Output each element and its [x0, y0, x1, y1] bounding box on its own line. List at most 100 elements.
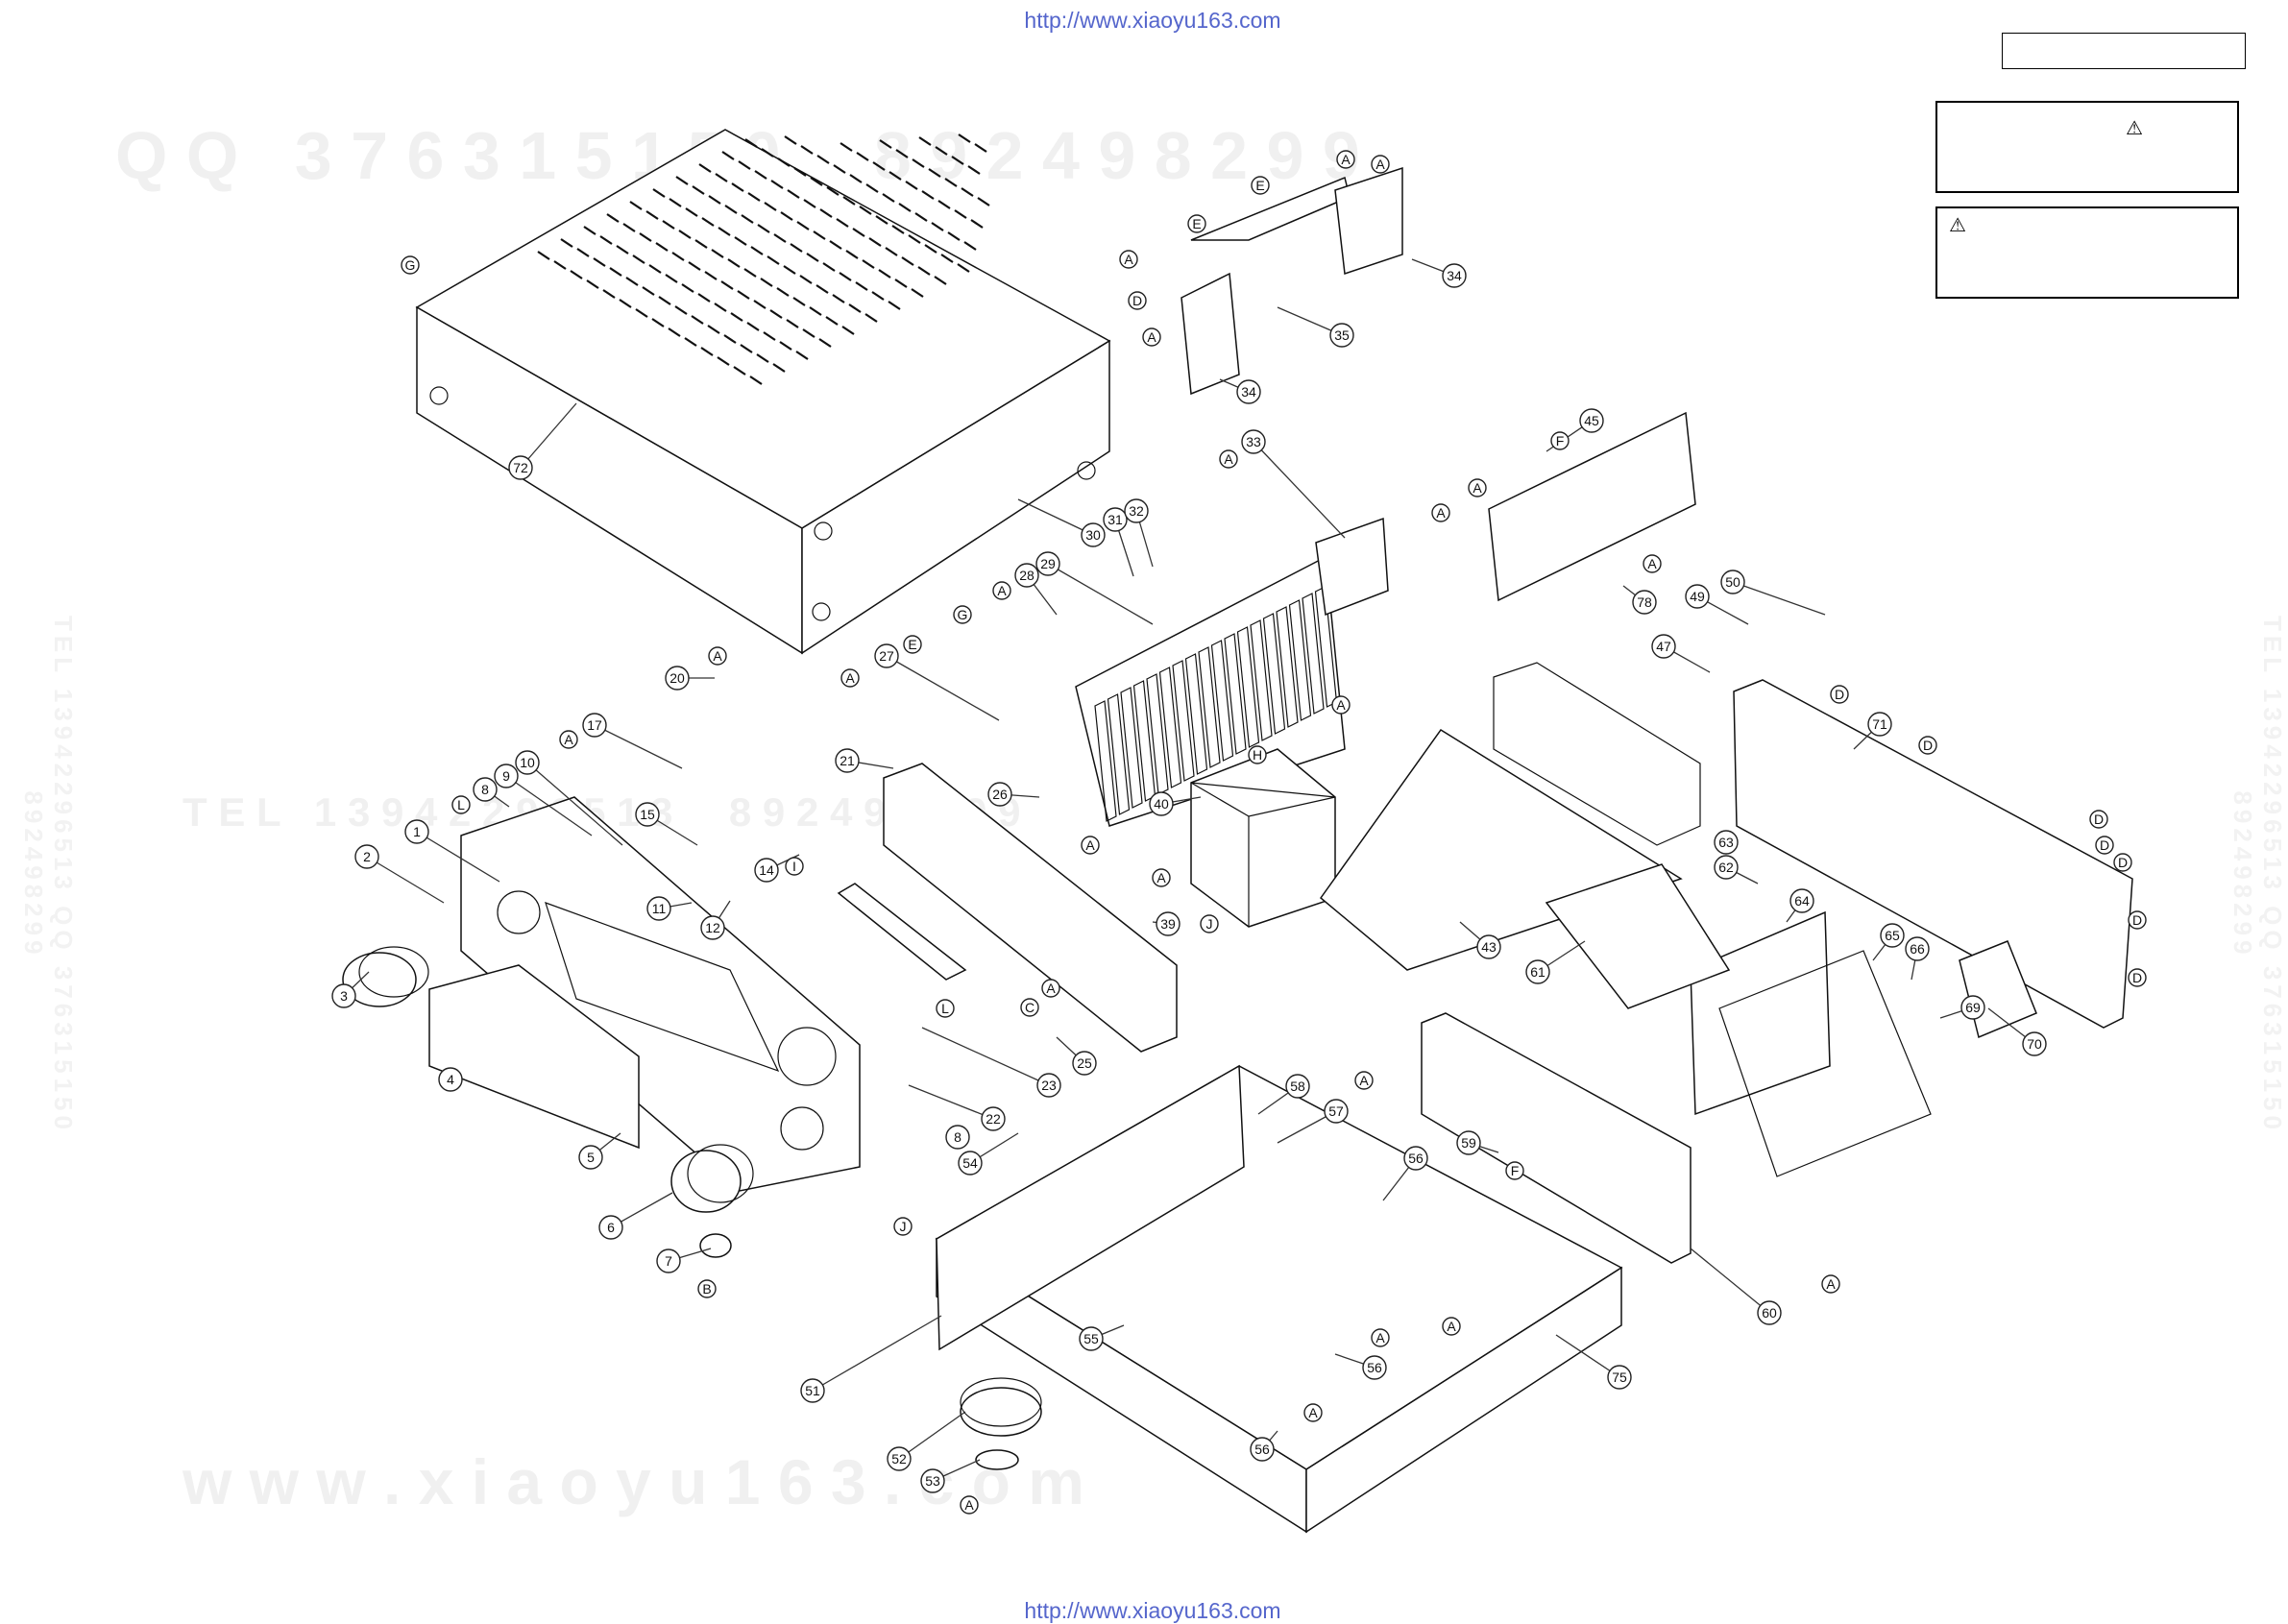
part-callout-57: 57 [1324, 1099, 1349, 1124]
volume-knob [342, 952, 417, 1007]
callout-label: 31 [1107, 512, 1123, 527]
rear-panel [1733, 679, 2133, 1029]
part-callout-30: 30 [1081, 522, 1106, 547]
sub-panel [428, 964, 640, 1150]
part-callout-3: 3 [331, 983, 356, 1008]
input-knob [670, 1150, 742, 1213]
part-callout-56: 56 [1362, 1355, 1387, 1380]
front-panel [460, 796, 861, 1192]
callout-label: 9 [502, 768, 510, 784]
callout-label: 15 [640, 807, 655, 822]
heat-sink-fins [1094, 586, 1338, 822]
leader-line [1047, 563, 1154, 625]
callout-label: A [1224, 451, 1233, 467]
callout-label: A [1359, 1073, 1369, 1088]
callout-label: 4 [447, 1072, 454, 1087]
part-callout-49: 49 [1685, 584, 1710, 609]
screw-ref-a: A [1331, 695, 1351, 715]
chassis-rear-wall [936, 1064, 1245, 1351]
part-callout-2: 2 [354, 844, 379, 869]
speaker-terminal-block [1493, 662, 1701, 846]
board-66 [1718, 950, 1932, 1177]
part-callout-17: 17 [582, 713, 607, 738]
board-64 [1690, 910, 1831, 1116]
callout-label: 12 [705, 920, 720, 935]
screw-ref-d: D [1918, 736, 1937, 755]
sub-board-45 [1488, 411, 1696, 602]
callout-label: 54 [962, 1155, 978, 1171]
callout-label: A [713, 648, 722, 664]
callout-label: B [702, 1281, 711, 1297]
chassis-side-wall [1305, 1266, 1622, 1534]
screw-ref-d: D [1830, 685, 1849, 704]
top-cover-front [801, 339, 1110, 655]
callout-label: A [1336, 697, 1346, 713]
screw-ref-a: A [1442, 1317, 1461, 1336]
screw-ref-a: A [1119, 250, 1138, 269]
callout-label: 51 [805, 1383, 820, 1398]
callout-label: 27 [879, 648, 894, 664]
board-61 [1545, 863, 1731, 1009]
part-callout-59: 59 [1456, 1130, 1481, 1155]
foot [960, 1387, 1042, 1437]
callout-label: 2 [363, 849, 371, 864]
callout-label: 35 [1334, 327, 1350, 343]
part-callout-14: 14 [754, 858, 779, 883]
knob-7 [699, 1233, 732, 1258]
screw-ref-a: A [1643, 554, 1662, 573]
callout-label: 39 [1160, 916, 1176, 932]
part-callout-27: 27 [874, 643, 899, 668]
source-url-top[interactable]: http://www.xiaoyu163.com [1024, 8, 1281, 33]
callout-label: D [1132, 293, 1142, 308]
part-callout-55: 55 [1079, 1326, 1104, 1351]
callout-label: 3 [340, 988, 348, 1004]
leader-line [921, 1027, 1050, 1086]
part-callout-65: 65 [1880, 923, 1905, 948]
screw-ref-e: E [903, 635, 922, 654]
callout-label: J [1206, 916, 1213, 932]
callout-label: L [457, 797, 465, 812]
callout-label: G [405, 257, 416, 273]
callout-label: D [2100, 837, 2109, 853]
callout-label: 61 [1530, 964, 1546, 980]
part-callout-66: 66 [1905, 936, 1930, 961]
bracket-35 [1190, 176, 1351, 241]
screw-ref-a: A [1081, 836, 1100, 855]
leader-line [812, 1315, 942, 1392]
screw-ref-a: A [1354, 1071, 1374, 1090]
leader-line [1690, 1248, 1770, 1314]
part-callout-8: 8 [945, 1125, 970, 1150]
part-callout-69: 69 [1960, 995, 1985, 1020]
callout-label: 43 [1481, 939, 1497, 955]
part-callout-64: 64 [1789, 888, 1814, 913]
screw-ref-h: H [1248, 745, 1267, 764]
part-callout-33: 33 [1241, 429, 1266, 454]
callout-label: H [1253, 747, 1262, 763]
callout-label: L [941, 1001, 949, 1016]
screw-ref-d: D [2128, 910, 2147, 930]
callout-label: 71 [1872, 716, 1887, 732]
watermark-www: w w w . x i a o y u 1 6 3 . c o m [183, 1446, 1084, 1517]
part-callout-15: 15 [635, 802, 660, 827]
callout-label: 63 [1718, 835, 1734, 850]
screw-ref-a: A [1431, 503, 1450, 522]
part-callout-54: 54 [958, 1151, 983, 1176]
bracket-33 [1315, 517, 1389, 617]
screw-ref-a: A [1468, 478, 1487, 497]
part-callout-11: 11 [646, 896, 671, 921]
callout-label: D [1835, 687, 1844, 702]
callout-label: A [1124, 252, 1133, 267]
callout-label: A [1375, 1330, 1385, 1345]
screw-ref-d: D [2095, 836, 2114, 855]
callout-label: 14 [759, 862, 774, 878]
amp-board [1319, 728, 1683, 971]
callout-label: G [958, 607, 968, 622]
callout-label: E [1255, 178, 1264, 193]
part-callout-71: 71 [1867, 712, 1892, 737]
part-callout-72: 72 [508, 455, 533, 480]
callout-label: E [908, 637, 916, 652]
part-callout-56: 56 [1403, 1146, 1428, 1171]
screw-ref-d: D [2128, 968, 2147, 987]
parts-layer [342, 129, 2133, 1534]
screw-ref-f: F [1550, 431, 1570, 450]
